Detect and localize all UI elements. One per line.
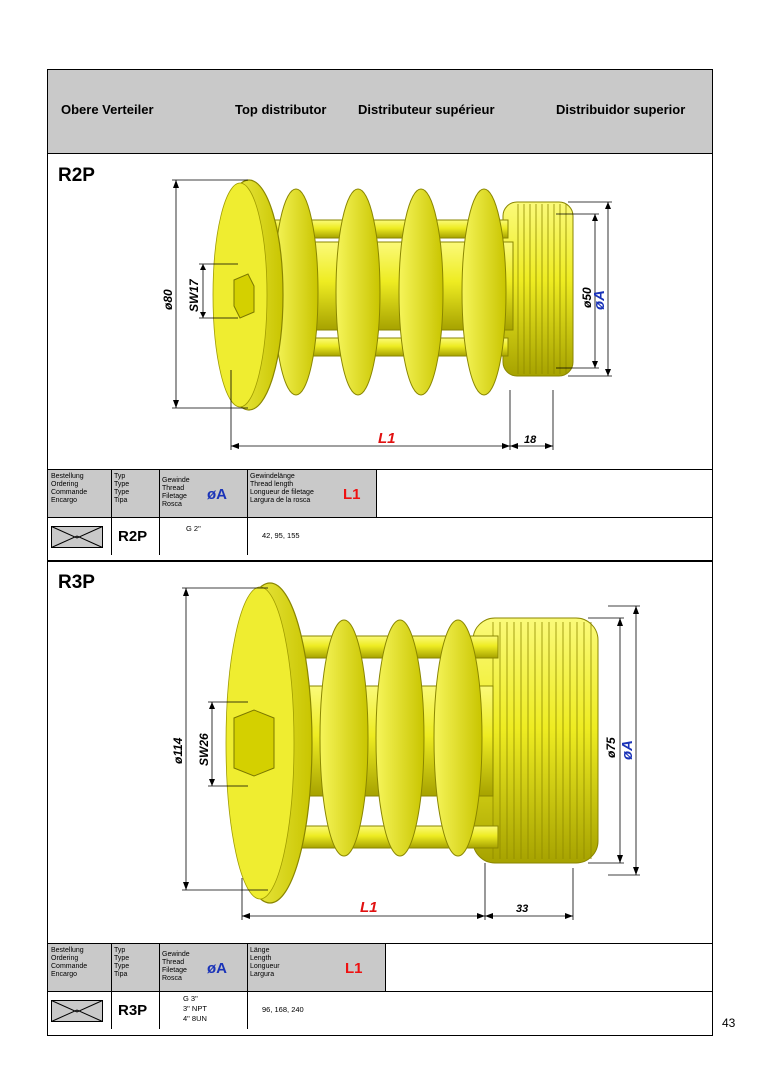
drawing-r2p: ø80 SW17 ø50 øA L1 18 [48, 170, 712, 470]
title-en: Top distributor [235, 102, 327, 117]
r2p-dim-outer: ø80 [161, 289, 175, 310]
r3p-label-band [48, 944, 385, 991]
datasheet-frame: Obere Verteiler Top distributor Distribu… [47, 69, 713, 1036]
r3p-dim-wrench: SW26 [197, 733, 211, 766]
r3p-type-value: R3P [118, 1002, 148, 1019]
envelope-icon[interactable] [51, 526, 103, 548]
r3p-dim-oa: øA [619, 740, 636, 760]
r3p-label-l1: L1 [345, 960, 363, 977]
r2p-dim-thread-dia: ø50 [580, 287, 594, 308]
r2p-label-oa: øA [207, 486, 227, 503]
r3p-dim-outer: ø114 [171, 737, 185, 764]
r2p-dim-l1: L1 [378, 430, 396, 447]
r2p-dim-thread-len: 18 [524, 434, 537, 446]
r2p-type-value: R2P [118, 528, 148, 545]
section-divider [47, 560, 713, 561]
r2p-thread-value: G 2" [186, 524, 201, 533]
section-title-r2p: R2P [58, 165, 95, 186]
r2p-label-l1: L1 [343, 486, 361, 503]
r3p-thread [472, 617, 599, 864]
r2p-order-row[interactable]: R2P G 2" 42, 95, 155 [48, 518, 712, 555]
r2p-dim-oa: øA [591, 290, 608, 310]
r3p-label-oa: øA [207, 960, 227, 977]
r2p-dim-wrench: SW17 [187, 278, 201, 312]
title-es: Distribuidor superior [556, 102, 686, 117]
title-de: Obere Verteiler [61, 102, 154, 117]
r3p-dim-thread-len: 33 [516, 903, 528, 915]
r3p-order-row[interactable]: R3P G 3" 3" NPT 4" 8UN 96, 168, 240 [48, 992, 712, 1029]
r3p-thread-value-2: 3" NPT [183, 1004, 207, 1013]
page-number: 43 [722, 1016, 736, 1030]
r3p-thread-value-3: 4" 8UN [183, 1014, 207, 1023]
envelope-icon[interactable] [51, 1000, 103, 1022]
r3p-dim-thread-dia: ø75 [604, 737, 618, 758]
r3p-l1-values: 96, 168, 240 [262, 1005, 304, 1014]
section-title-r3p: R3P [58, 572, 95, 593]
r3p-thread-value-1: G 3" [183, 994, 198, 1003]
r2p-thread [502, 201, 574, 377]
header-bar: Obere Verteiler Top distributor Distribu… [48, 70, 712, 154]
r3p-dim-l1: L1 [360, 899, 378, 916]
title-fr: Distributeur supérieur [358, 102, 495, 117]
r2p-label-band [48, 470, 376, 517]
r2p-l1-values: 42, 95, 155 [262, 531, 300, 540]
drawing-r3p: ø114 SW26 ø75 øA L1 33 [48, 578, 712, 948]
